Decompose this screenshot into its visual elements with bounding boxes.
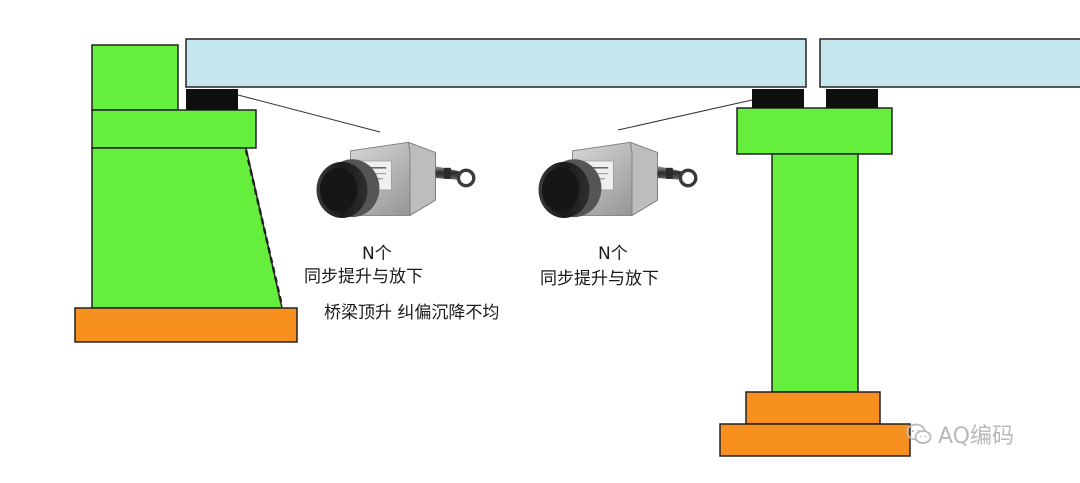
draw-wire-sensor-left bbox=[314, 140, 476, 220]
left-footing bbox=[74, 307, 298, 343]
bearing-pier-right bbox=[826, 89, 878, 108]
left-pier-backwall bbox=[91, 44, 179, 111]
left-pier-body bbox=[91, 147, 283, 309]
draw-wire-sensor-right bbox=[536, 140, 698, 220]
bearing-pier-left bbox=[752, 89, 804, 108]
watermark: AQ编码 bbox=[906, 418, 1014, 450]
sensor-right-action-label: 同步提升与放下 bbox=[540, 269, 659, 289]
right-pier-cap bbox=[736, 107, 893, 155]
left-pier-cap bbox=[91, 109, 257, 149]
left-pier-slope-edge bbox=[244, 149, 284, 307]
sensor-right-count-label: N个 bbox=[598, 244, 628, 264]
sensor-left-count-label: N个 bbox=[362, 244, 392, 264]
sensor-left-action-label: 同步提升与放下 bbox=[304, 267, 423, 287]
right-pier-column bbox=[771, 153, 859, 393]
wechat-icon bbox=[906, 423, 932, 444]
watermark-text: AQ编码 bbox=[938, 424, 1014, 449]
cable-left bbox=[237, 94, 381, 133]
right-pier bbox=[719, 107, 911, 457]
left-abutment bbox=[74, 44, 298, 343]
applications-label: 桥梁顶升 纠偏沉降不均 bbox=[324, 303, 500, 323]
right-footing-lower bbox=[719, 423, 911, 457]
cable-right bbox=[617, 99, 753, 131]
right-footing-upper bbox=[745, 391, 881, 425]
bearing-left-abutment bbox=[186, 89, 238, 110]
bridge-beam-right bbox=[819, 38, 1080, 88]
bridge-beam-left bbox=[185, 38, 807, 88]
